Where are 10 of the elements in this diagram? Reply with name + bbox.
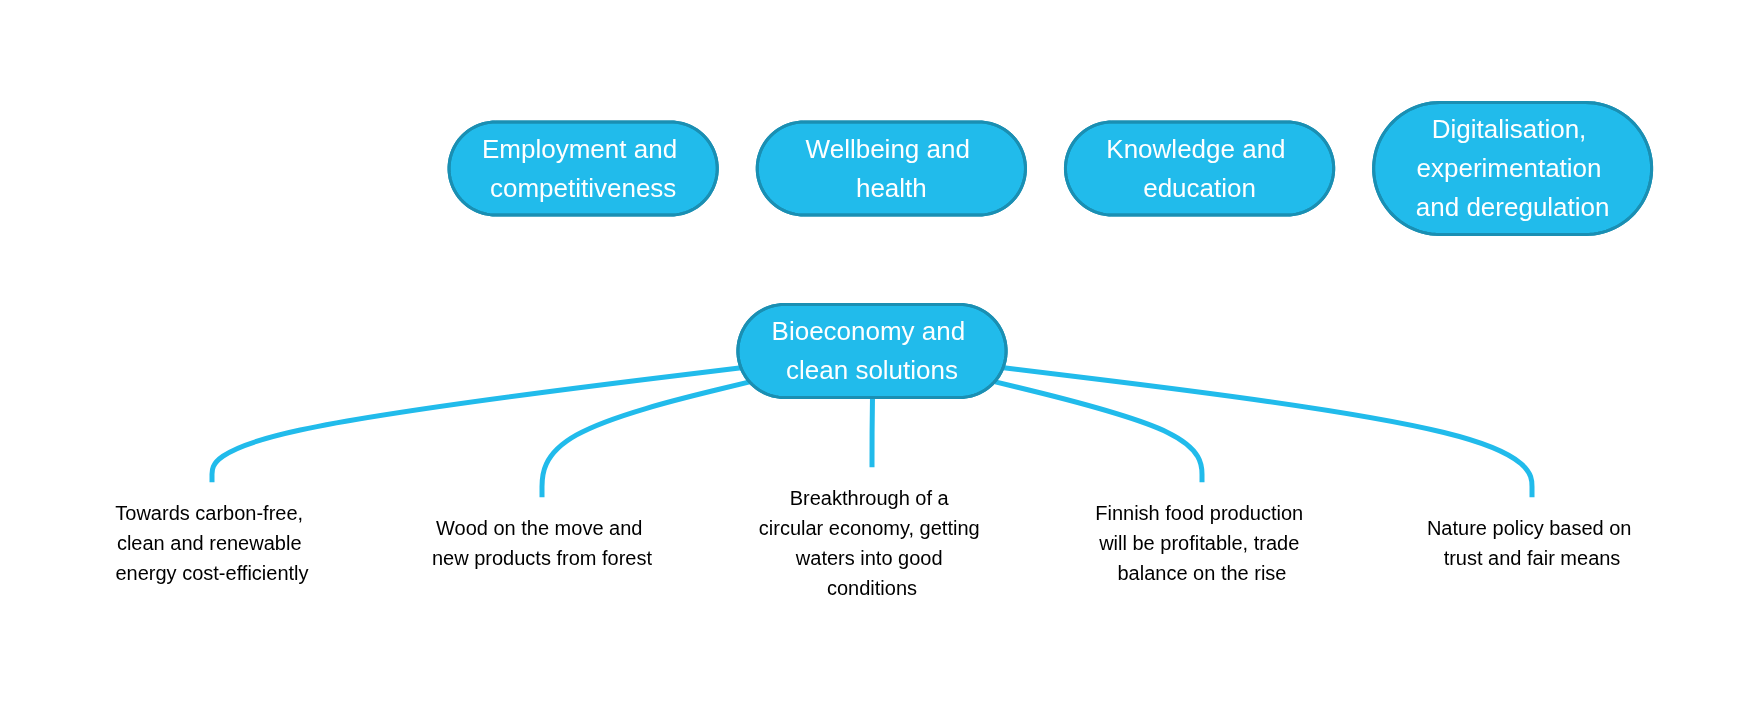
node-text: Nature policy based on trust and fair means — [1426, 516, 1632, 569]
node-text: Wood on the move and new products from forest — [431, 516, 653, 569]
connector — [869, 397, 875, 468]
connector — [209, 365, 742, 483]
connector — [539, 379, 751, 498]
connector — [994, 379, 1205, 483]
node-text: Finnish food production will be profitable, trade balance on the rise — [1095, 501, 1304, 584]
node-text: Towards carbon-free, clean and renewable energy cost-efficiently — [115, 501, 309, 584]
node-text: Breakthrough of a circular economy, getting waters into good conditions — [758, 486, 980, 599]
connector — [1003, 365, 1535, 498]
